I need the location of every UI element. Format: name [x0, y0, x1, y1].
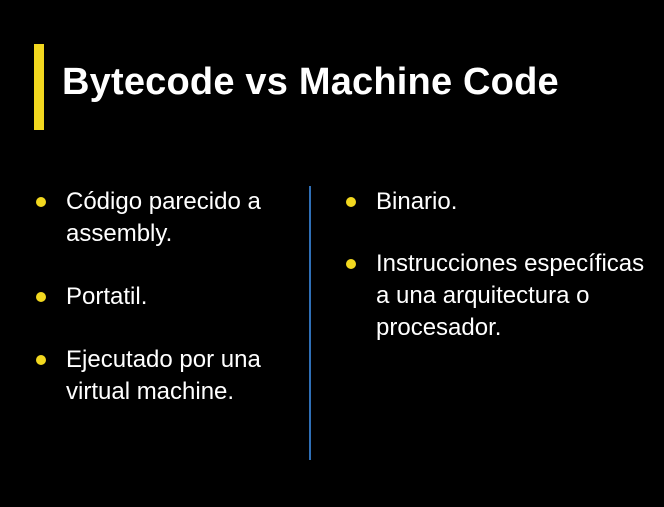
bullet-dot-icon [36, 197, 46, 207]
column-divider [309, 186, 311, 460]
title-accent-bar [34, 44, 44, 130]
bullet-text: Ejecutado por una virtual machine. [66, 346, 261, 405]
bytecode-item-1: Código parecido a assembly. [36, 186, 298, 250]
bytecode-item-3: Ejecutado por una virtual machine. [36, 344, 298, 408]
bullet-dot-icon [346, 259, 356, 269]
machine-code-item-1: Binario. [346, 186, 646, 218]
machine-code-item-2: Instrucciones específicas a una arquitec… [346, 248, 646, 344]
bullet-dot-icon [36, 292, 46, 302]
bullet-dot-icon [346, 197, 356, 207]
bytecode-item-2: Portatil. [36, 281, 298, 313]
bullet-text: Código parecido a assembly. [66, 188, 261, 247]
bullet-text: Portatil. [66, 283, 148, 310]
bullet-dot-icon [36, 355, 46, 365]
bullet-text: Instrucciones específicas a una arquitec… [376, 250, 645, 341]
bytecode-column: Código parecido a assembly. Portatil. Ej… [36, 186, 298, 408]
bullet-text: Binario. [376, 188, 458, 215]
slide-title: Bytecode vs Machine Code [62, 61, 559, 103]
machine-code-column: Binario. Instrucciones específicas a una… [346, 186, 646, 344]
